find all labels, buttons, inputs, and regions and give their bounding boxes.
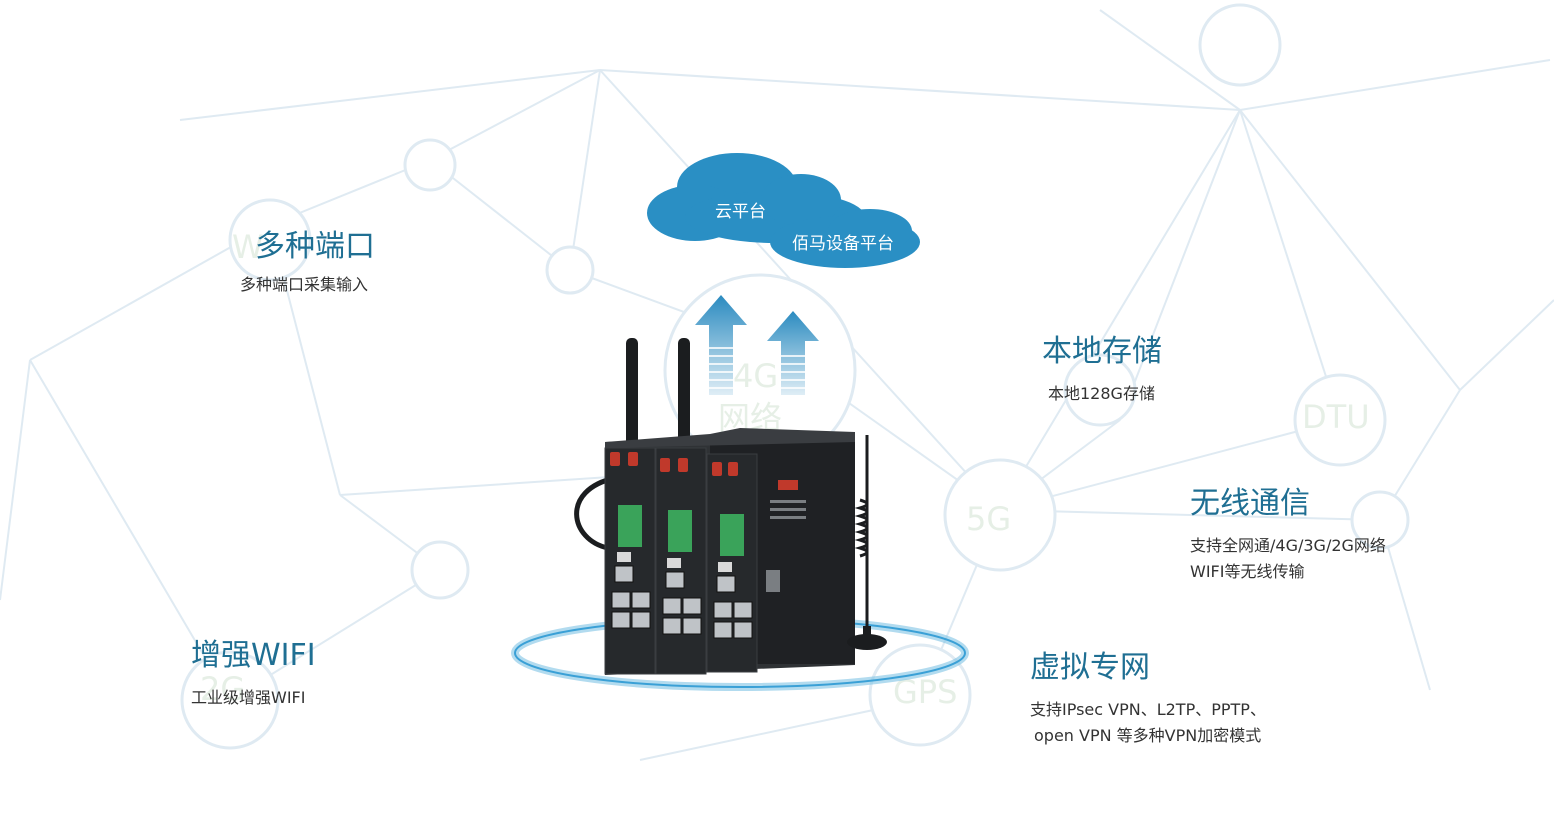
feature-wireless-desc: 支持全网通/4G/3G/2G网络 WIFI等无线传输 [1190, 533, 1386, 584]
feature-wireless: 无线通信 支持全网通/4G/3G/2G网络 WIFI等无线传输 [1190, 489, 1386, 584]
feature-storage: 本地存储 本地128G存储 [1042, 337, 1162, 407]
feature-wifi-title: 增强WIFI [191, 638, 316, 673]
feature-storage-title: 本地存储 [1042, 334, 1162, 369]
feature-wireless-title: 无线通信 [1190, 486, 1310, 521]
feature-vpn-desc-line2: open VPN 等多种VPN加密模式 [1034, 725, 1262, 745]
cloud-shape [647, 153, 920, 268]
watermark-5g: 5G [966, 500, 1012, 538]
antenna-icon [626, 338, 690, 463]
feature-ports: 多种端口 [255, 232, 375, 262]
feature-vpn: 虚拟专网 支持IPsec VPN、L2TP、PPTP、 open VPN 等多种… [1030, 653, 1266, 748]
feature-wireless-desc-line1: 支持全网通/4G/3G/2G网络 [1190, 536, 1386, 555]
feature-vpn-desc-line1: 支持IPsec VPN、L2TP、PPTP、 [1030, 700, 1266, 719]
feature-wireless-desc-line2: WIFI等无线传输 [1190, 561, 1305, 581]
watermark-2g: 2G [200, 670, 246, 708]
watermark-w: W [232, 228, 264, 266]
feature-vpn-title: 虚拟专网 [1030, 650, 1150, 685]
magnetic-antenna-icon [847, 435, 887, 650]
feature-ports-desc: 多种端口采集输入 [240, 275, 369, 294]
watermark-4g: 4G [733, 357, 779, 395]
feature-wifi-desc: 工业级增强WIFI [191, 688, 306, 707]
router-device [574, 338, 887, 675]
device-platform-label: 佰马设备平台 [792, 234, 894, 254]
feature-wifi: 增强WIFI 工业级增强WIFI [191, 641, 316, 711]
cloud-platform-label: 云平台 [715, 202, 766, 222]
upload-arrows [695, 295, 819, 395]
watermark-dtu: DTU [1302, 398, 1370, 436]
feature-vpn-desc: 支持IPsec VPN、L2TP、PPTP、 open VPN 等多种VPN加密… [1030, 697, 1266, 748]
feature-ports-description: 多种端口采集输入 [240, 272, 368, 298]
feature-storage-desc: 本地128G存储 [1048, 384, 1155, 403]
feature-ports-title: 多种端口 [255, 229, 375, 264]
